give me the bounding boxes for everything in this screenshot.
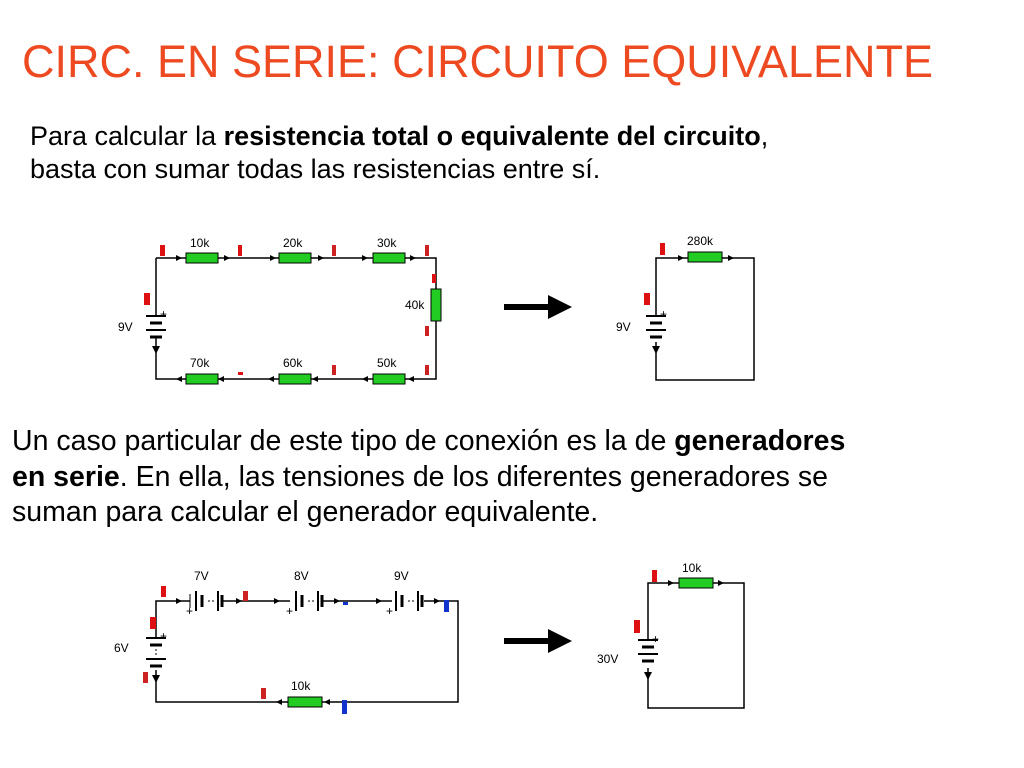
label-60k: 60k (283, 356, 303, 370)
p1-text-c: , (760, 121, 769, 151)
battery-30v (638, 625, 658, 680)
page-title: CIRC. EN SERIE: CIRCUITO EQUIVALENTE (22, 36, 933, 87)
label-30v: 30V (597, 652, 618, 666)
resistor-60k (278, 373, 312, 385)
label-7v: 7V (194, 569, 209, 583)
p2-line1-bold: generadores (674, 425, 846, 457)
probe-red (243, 591, 248, 601)
resistor-40k (430, 288, 442, 322)
probe-red (143, 672, 148, 683)
arrow-right-icon (504, 295, 572, 319)
label-plus: + (660, 307, 667, 321)
label-plus: + (286, 604, 293, 618)
label-plus: + (186, 604, 193, 618)
paragraph-generators: Un caso particular de este tipo de conex… (12, 424, 845, 531)
label-20k: 20k (283, 236, 303, 250)
probe-red (425, 365, 429, 375)
probe-red (160, 245, 165, 256)
probe-red (238, 372, 243, 375)
p1-text-a: Para calcular la (30, 121, 224, 151)
probe-blue (444, 600, 449, 612)
label-6v: 6V (114, 641, 129, 655)
resistor-10k (287, 696, 323, 708)
resistor-50k (372, 373, 406, 385)
p2-line2-bold: en serie (12, 460, 120, 493)
label-plus: + (652, 632, 659, 646)
circuit-series-generators: 7V 8V 9V + + + 6V + 10k (114, 569, 459, 714)
probe-red (432, 274, 436, 283)
p1-text-d: basta con sumar todas las resistencias e… (30, 153, 601, 184)
resistor-10k (185, 252, 219, 264)
label-10k: 10k (190, 236, 210, 250)
label-70k: 70k (190, 356, 210, 370)
paragraph-resistance: Para calcular la resistencia total o equ… (30, 120, 768, 186)
wire (655, 257, 755, 381)
battery-9v-eq (646, 300, 666, 354)
probe-red (425, 245, 429, 256)
wire (155, 257, 437, 380)
probe-blue (343, 602, 348, 605)
label-plus: + (386, 604, 393, 618)
p2-line2-b: . En ella, las tensiones de los diferent… (119, 460, 828, 493)
resistor-280k (687, 251, 723, 263)
label-50k: 50k (377, 356, 397, 370)
circuit-equivalent-generator: 10k 30V + (597, 561, 745, 709)
resistor-10k-eq (678, 577, 714, 589)
probe-red (634, 620, 640, 633)
probe-red (644, 293, 650, 305)
resistor-20k (278, 252, 312, 264)
wire (647, 582, 745, 709)
circuit-equivalent-resistor: 280k 9V + (616, 234, 755, 381)
probe-red (161, 586, 166, 597)
label-10k: 10k (291, 679, 311, 693)
label-40k: 40k (405, 298, 425, 312)
battery-9v (395, 591, 424, 611)
probe-red (144, 293, 150, 305)
label-plus: + (160, 629, 167, 643)
label-10k-eq: 10k (682, 561, 702, 575)
battery-9v (146, 300, 166, 354)
probe-red (652, 570, 657, 582)
battery-8v (295, 591, 324, 611)
label-9v: 9V (394, 569, 409, 583)
p1-bold: resistencia total o equivalente del circ… (223, 121, 761, 151)
probe-red (150, 617, 156, 629)
probe-red (261, 688, 266, 699)
battery-7v (189, 591, 224, 611)
label-battery-9v: 9V (118, 320, 133, 334)
resistor-30k (372, 252, 406, 264)
p2-line1-a: Un caso particular de este tipo de conex… (12, 425, 675, 457)
label-8v: 8V (294, 569, 309, 583)
probe-red (660, 243, 665, 255)
probe-red (332, 365, 336, 375)
arrow-right-icon (504, 629, 572, 653)
label-280k: 280k (687, 234, 714, 248)
label-30k: 30k (377, 236, 397, 250)
probe-red (332, 245, 336, 256)
wire (155, 600, 459, 703)
label-battery-9v-eq: 9V (616, 320, 631, 334)
probe-red (425, 326, 429, 336)
p2-line3: suman para calcular el generador equival… (12, 496, 599, 529)
probe-red (238, 245, 242, 256)
label-plus: + (160, 307, 167, 321)
probe-blue (342, 700, 347, 714)
circuit-series-resistors: 10k 20k 30k 40k 50k 60k 70k 9V + (118, 236, 442, 385)
resistor-70k (185, 373, 219, 385)
